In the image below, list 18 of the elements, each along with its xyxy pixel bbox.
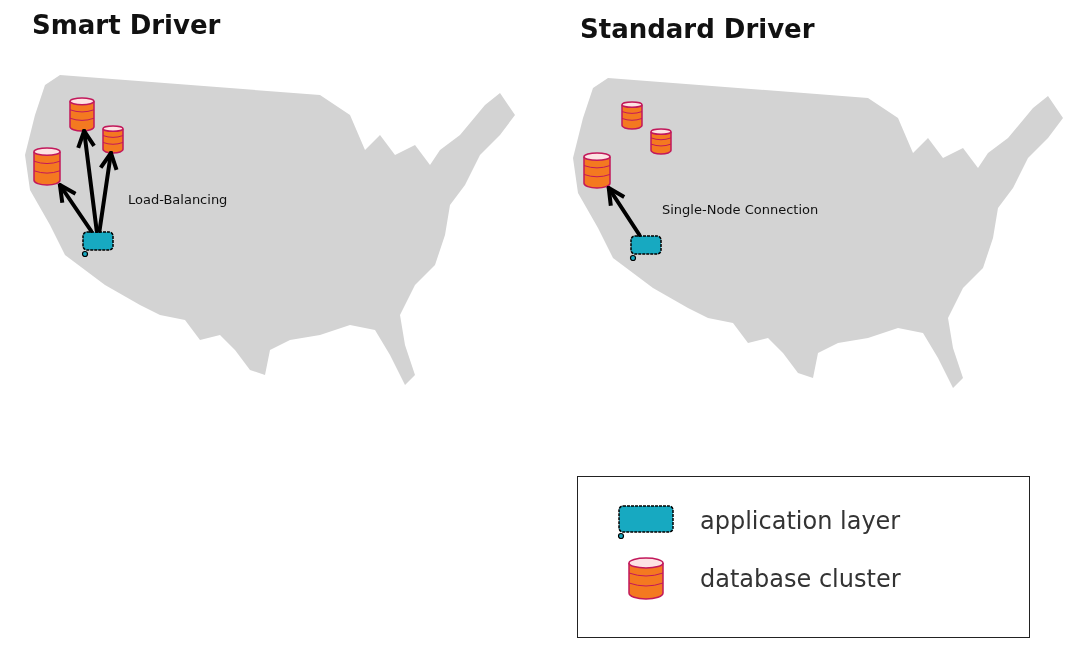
- database-icon: [34, 148, 60, 185]
- arrow: [57, 183, 94, 233]
- database-icon: [70, 98, 94, 131]
- title: Standard Driver: [580, 14, 815, 44]
- database-icon: [584, 153, 610, 188]
- title: Smart Driver: [32, 10, 221, 40]
- application-icon: [82, 232, 113, 257]
- database-icon: [622, 102, 642, 129]
- legend-text: database cluster: [700, 565, 901, 593]
- database-icon: [651, 129, 671, 154]
- legend-text: application layer: [700, 507, 901, 535]
- application-icon: [630, 236, 661, 261]
- annotation-text: Single-Node Connection: [662, 202, 819, 217]
- database-icon: [103, 126, 123, 153]
- arrow: [76, 129, 99, 233]
- arrow: [97, 151, 119, 233]
- annotation-text: Load-Balancing: [128, 192, 228, 207]
- arrow: [606, 186, 642, 237]
